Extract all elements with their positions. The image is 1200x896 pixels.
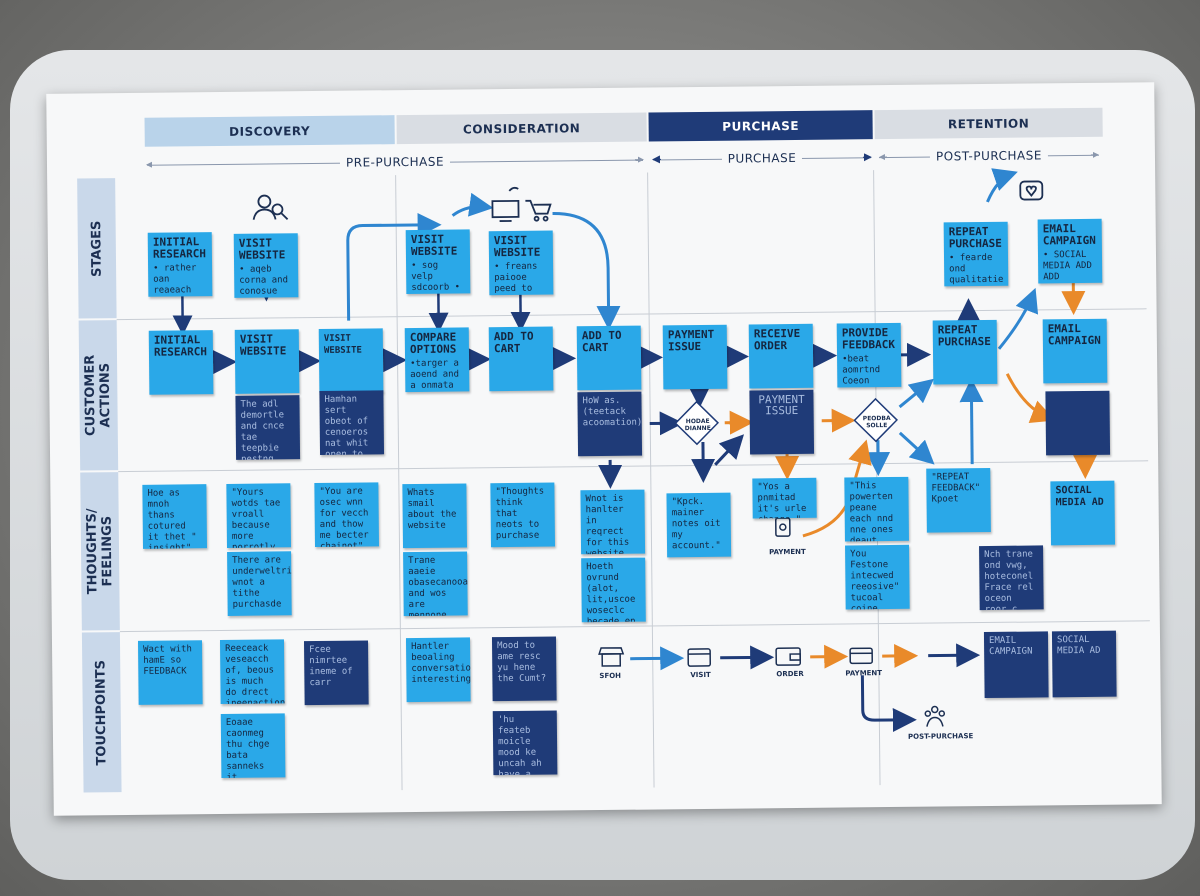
decision-diamond xyxy=(674,400,720,446)
sticky-note: VISIT WEBSITE• sog velp sdcoorb • ocoorr… xyxy=(405,229,471,295)
touchpoint-label: ORDER xyxy=(776,669,804,679)
card-icon xyxy=(849,647,873,665)
sticky-note: VISIT WEBSITE xyxy=(318,328,384,393)
sticky-note: You Festone intecwed reeosive" tucoal co… xyxy=(845,544,910,610)
sticky-note: RECEIVE ORDER xyxy=(748,323,814,389)
sticky-note: Trane aaeie obasecanooae and wos are men… xyxy=(403,551,468,617)
sticky-note-dark: Hamhan sert obeot of cenoeros nat whit o… xyxy=(319,390,385,455)
sticky-note-dark: HoW as. (teetack acoomation) xyxy=(577,391,643,457)
journey-map-poster: DISCOVERY CONSIDERATION PURCHASE RETENTI… xyxy=(46,82,1162,816)
sticky-note: "Yours wotds tae vroall because more por… xyxy=(226,483,292,548)
sticky-note-dark: Mood to ame resc yu hene the Cumt? xyxy=(491,636,557,702)
sticky-note-dark xyxy=(1045,390,1111,456)
heart-chat-icon xyxy=(1019,180,1044,201)
sticky-note: "Kpck. mainer notes oit my account." xyxy=(666,492,732,558)
sticky-note-dark: EMAIL CAMPAIGN xyxy=(983,631,1049,699)
sticky-note-dark: The adl demortle and cnce tae teepbie pe… xyxy=(235,395,301,460)
sticky-note: Wact with hamE so FEEDBACK xyxy=(137,640,203,705)
sticky-note: Reeceack veseacch of, beous is much do d… xyxy=(219,639,285,705)
touchpoint-label: SFOH xyxy=(599,671,622,681)
sticky-note: VISIT WEBSITE xyxy=(234,329,300,394)
sticky-note: "Thoughts think that neots to purchase xyxy=(490,482,556,548)
sticky-note: ADD TO CART xyxy=(576,325,642,391)
sticky-note: "REPEAT FEEDBACK" Kpoet xyxy=(926,467,991,533)
sticky-note: "Yos a pnmitad it's urle change." xyxy=(752,477,817,519)
store-icon xyxy=(598,647,625,667)
touchpoint-label: PAYMENT xyxy=(845,669,883,678)
sticky-note: PAYMENT ISSUE xyxy=(662,324,728,390)
sticky-note: There are underweltring. wnot a tithe pu… xyxy=(227,551,292,616)
card-payment-icon xyxy=(775,517,791,537)
sticky-note-dark: SOCIAL MEDIA AD xyxy=(1051,630,1117,698)
group-icon xyxy=(924,705,946,727)
decision-diamond xyxy=(853,397,898,443)
sticky-note: "This powerten peane each nnd nne ones d… xyxy=(844,476,909,542)
sticky-note: Hantler beoaling conversations interesti… xyxy=(405,637,471,703)
sticky-note: REPEAT PURCHASE xyxy=(932,319,998,385)
decision-label: HODAE DIANNE xyxy=(684,417,711,433)
sticky-note-dark: Fcee nimrtee ineme of carr xyxy=(303,640,369,706)
sticky-note-dark: PAYMENT ISSUE xyxy=(749,389,815,455)
sticky-note: REPEAT PURCHASE• fearde ond qualitatie o… xyxy=(943,221,1009,287)
sticky-note: Whats smail about the website xyxy=(402,483,468,549)
sticky-note: EMAIL CAMPAIGN xyxy=(1042,318,1108,384)
computer-cart-icon xyxy=(491,186,552,222)
sticky-note: SOCIAL MEDIA AD xyxy=(1050,480,1116,546)
sticky-note: INITIAL RESEARCH xyxy=(148,330,214,395)
browser-icon xyxy=(687,648,712,667)
sticky-note: INITIAL RESEARCH• rather oan reaeach set… xyxy=(147,232,213,297)
touchpoint-label: VISIT xyxy=(690,670,711,680)
sticky-note: EMAIL CAMPAIGN• SOCIAL MEDIA ADD ADD xyxy=(1037,218,1103,284)
sticky-note: VISIT WEBSITE• aqeb corna and conosue ca… xyxy=(233,233,299,298)
sticky-note: Eoaae caonmeg thu chge bata sanneks it r… xyxy=(220,713,286,779)
sticky-note: Wnot is hanlter in reqrect for this webs… xyxy=(580,489,646,555)
users-search-icon xyxy=(252,194,289,220)
touchpoint-label: POST-PURCHASE xyxy=(907,732,974,741)
sticky-note: Hoe as mnoh thans cotured it thet " insi… xyxy=(142,484,208,549)
sticky-note: VISIT WEBSITE• freans paiooe peed to con… xyxy=(488,230,554,296)
sticky-note-dark: 'hu feateb moicle mood ke uncah ah have … xyxy=(492,710,558,776)
payment-label: PAYMENT xyxy=(769,547,806,557)
sticky-note: Hoeth ovrund (alot, lit,uscoe woseclc be… xyxy=(581,557,646,623)
decision-label: PEODBA SOLLE xyxy=(862,414,891,430)
sticky-note: ADD TO CART xyxy=(488,326,554,392)
sticky-note: "You are osec wnn for vecch and thow me … xyxy=(314,482,380,548)
sticky-note: PROVIDE FEEDBACK•beat aomrtnd Coeon gron… xyxy=(836,322,902,388)
sticky-note-dark: Nch trane ond vwg, hoteconel Frace rel o… xyxy=(979,545,1044,611)
wallet-icon xyxy=(775,647,802,666)
sticky-note: COMPARE OPTIONS•targer a aoend and a onm… xyxy=(404,327,470,393)
